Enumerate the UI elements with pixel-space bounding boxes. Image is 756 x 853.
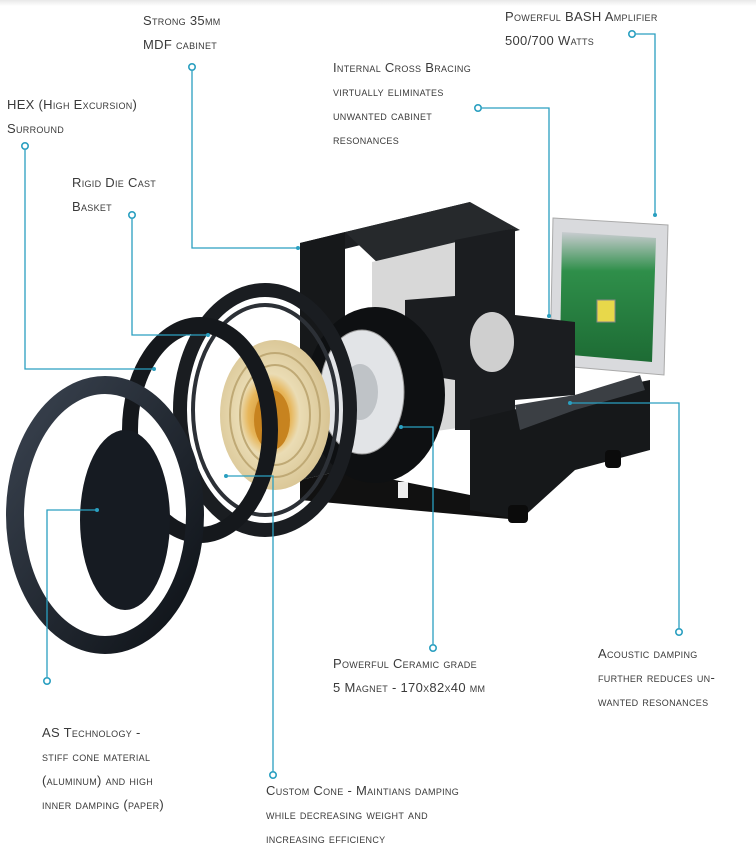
leader-magnet [401, 426, 434, 644]
die-cast-basket [173, 283, 357, 537]
front-trim-ring [6, 376, 204, 654]
callout-basket: Rigid Die Cast Basket [72, 171, 156, 219]
leader-surround [24, 150, 154, 370]
callout-bracing-line: virtually eliminates [333, 84, 444, 99]
callout-cabinet-line: Strong 35mm [143, 13, 221, 28]
callout-bracing: Internal Cross Bracing virtually elimina… [333, 56, 471, 152]
callout-acoustic-damping-line: Acoustic damping [598, 646, 698, 661]
callout-surround-line: HEX (High Excursion) [7, 97, 138, 112]
callout-basket-line: Rigid Die Cast [72, 175, 157, 190]
callout-magnet-line: 5 Magnet - 170x82x40 mm [333, 680, 486, 695]
callout-as-technology-line: AS Technology - [42, 725, 141, 740]
amplifier-plate [549, 217, 669, 376]
callout-cabinet-line: MDF cabinet [143, 37, 218, 52]
callout-acoustic-damping-line: wanted resonances [598, 694, 709, 709]
callout-basket-line: Basket [72, 199, 112, 214]
leader-custom-cone [226, 475, 274, 771]
callout-bracing-line: unwanted cabinet [333, 108, 433, 123]
callout-custom-cone-line: while decreasing weight and [266, 807, 428, 822]
callout-custom-cone: Custom Cone - Maintians damping while de… [266, 779, 459, 851]
callout-acoustic-damping: Acoustic damping further reduces un- wan… [598, 642, 715, 714]
leader-cabinet [191, 71, 298, 249]
callout-magnet: Powerful Ceramic grade 5 Magnet - 170x82… [333, 652, 485, 700]
leader-basket [131, 219, 208, 336]
callout-dots [20, 29, 683, 779]
top-shadow [0, 0, 756, 6]
leader-bracing [482, 107, 550, 316]
callout-as-technology-line: (aluminum) and high [42, 773, 154, 788]
callout-magnet-line: Powerful Ceramic grade [333, 656, 477, 671]
callout-acoustic-damping-line: further reduces un- [598, 670, 716, 685]
callout-as-technology-line: inner damping (paper) [42, 797, 165, 812]
leader-lines [24, 33, 680, 771]
callout-endpoints [95, 213, 657, 512]
callout-surround: HEX (High Excursion) Surround [7, 93, 137, 141]
callout-surround-line: Surround [7, 121, 65, 136]
callout-as-technology: AS Technology - stiff cone material (alu… [42, 721, 164, 817]
callout-cabinet: Strong 35mm MDF cabinet [143, 9, 221, 57]
callout-as-technology-line: stiff cone material [42, 749, 151, 764]
callout-bracing-line: resonances [333, 132, 400, 147]
callout-amplifier: Powerful BASH Amplifier 500/700 Watts [505, 5, 658, 53]
callout-custom-cone-line: Custom Cone - Maintians damping [266, 783, 460, 798]
leader-damping [570, 402, 680, 628]
callout-custom-cone-line: increasing efficiency [266, 831, 386, 846]
leader-as-tech [46, 509, 97, 677]
callout-bracing-line: Internal Cross Bracing [333, 60, 472, 75]
leader-amplifier [636, 33, 656, 215]
callout-amplifier-line: Powerful BASH Amplifier [505, 9, 658, 24]
callout-amplifier-line: 500/700 Watts [505, 33, 595, 48]
